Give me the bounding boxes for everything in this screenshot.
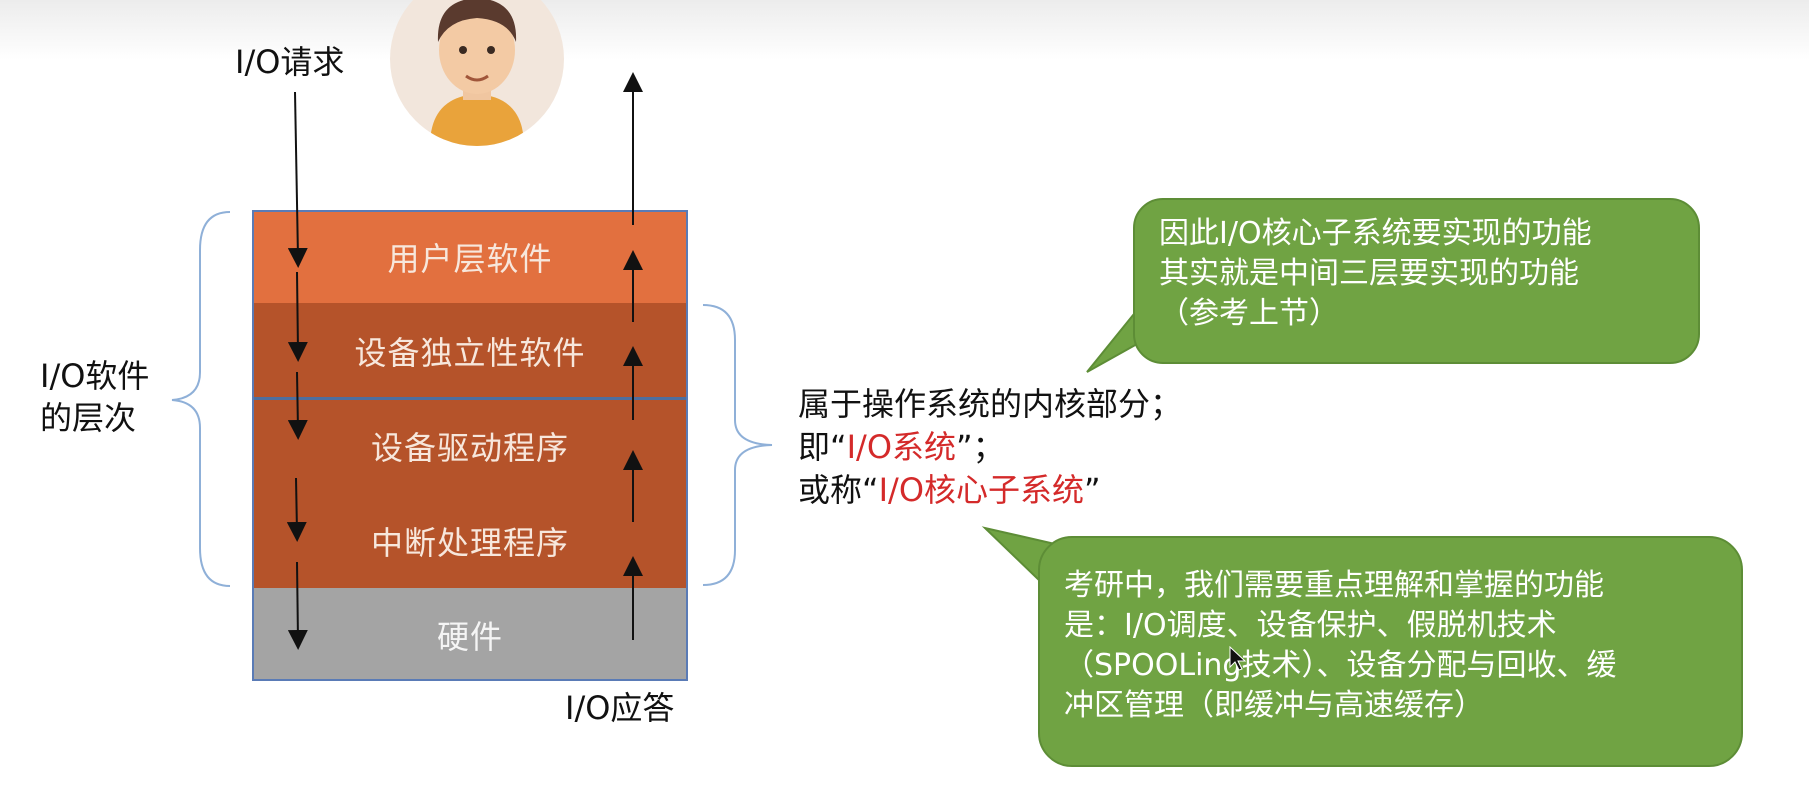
bottom-bubble-line-3: （SPOOLing技术）、设备分配与回收、缓 <box>1064 648 1617 683</box>
bottom-speech-bubble: 考研中，我们需要重点理解和掌握的功能 是：I/O调度、设备保护、假脱机技术 （S… <box>1038 536 1743 767</box>
hierarchy-label-line2: 的层次 <box>40 399 137 437</box>
kernel-note-line-1: 属于操作系统的内核部分； <box>798 385 1183 423</box>
bottom-bubble-line-2: 是：I/O调度、设备保护、假脱机技术 <box>1064 608 1557 643</box>
top-bubble-line-2: 其实就是中间三层要实现的功能 <box>1159 256 1579 291</box>
top-bubble-line-1: 因此I/O核心子系统要实现的功能 <box>1159 216 1592 251</box>
layer-stack-frame <box>252 210 688 681</box>
kernel-separator-line <box>252 397 688 400</box>
io-core-subsystem-term: I/O核心子系统 <box>878 471 1085 509</box>
io-response-label: I/O应答 <box>565 689 675 727</box>
request-arrow-2 <box>287 271 308 362</box>
io-request-label: I/O请求 <box>235 43 345 81</box>
layer-device-driver: 设备驱动程序 <box>252 398 688 493</box>
top-fade-band <box>0 0 1809 60</box>
user-avatar <box>390 0 564 146</box>
io-system-term: I/O系统 <box>846 428 957 466</box>
kernel-note-line-3-suffix: ” <box>1084 471 1101 509</box>
request-arrow-3 <box>287 371 308 440</box>
layer-hardware: 硬件 <box>252 588 688 681</box>
kernel-note-line-2: 即“I/O系统”； <box>798 427 1005 467</box>
layer-user-software: 用户层软件 <box>252 210 688 303</box>
kernel-note-line-2-prefix: 即“ <box>798 428 847 466</box>
kernel-note-line-3-prefix: 或称“ <box>798 471 879 509</box>
request-arrow-5 <box>287 561 308 650</box>
right-bracket <box>702 304 773 586</box>
request-arrow-1 <box>287 91 308 268</box>
bottom-bubble-line-4: 冲区管理（即缓冲与高速缓存） <box>1064 688 1484 723</box>
hierarchy-label-line1: I/O软件 <box>40 357 150 395</box>
request-arrow-4 <box>286 477 307 542</box>
kernel-note-line-2-suffix: ”； <box>956 428 1005 466</box>
layer-interrupt-handler: 中断处理程序 <box>252 493 688 588</box>
bottom-bubble-line-1: 考研中，我们需要重点理解和掌握的功能 <box>1064 568 1604 603</box>
layer-device-independent-software: 设备独立性软件 <box>252 303 688 398</box>
left-bracket <box>171 211 231 587</box>
mouse-cursor-icon <box>1229 646 1247 671</box>
top-bubble-line-3: （参考上节） <box>1159 296 1339 331</box>
top-speech-bubble: 因此I/O核心子系统要实现的功能 其实就是中间三层要实现的功能 （参考上节） <box>1133 198 1700 364</box>
kernel-note-line-3: 或称“I/O核心子系统” <box>798 470 1101 510</box>
